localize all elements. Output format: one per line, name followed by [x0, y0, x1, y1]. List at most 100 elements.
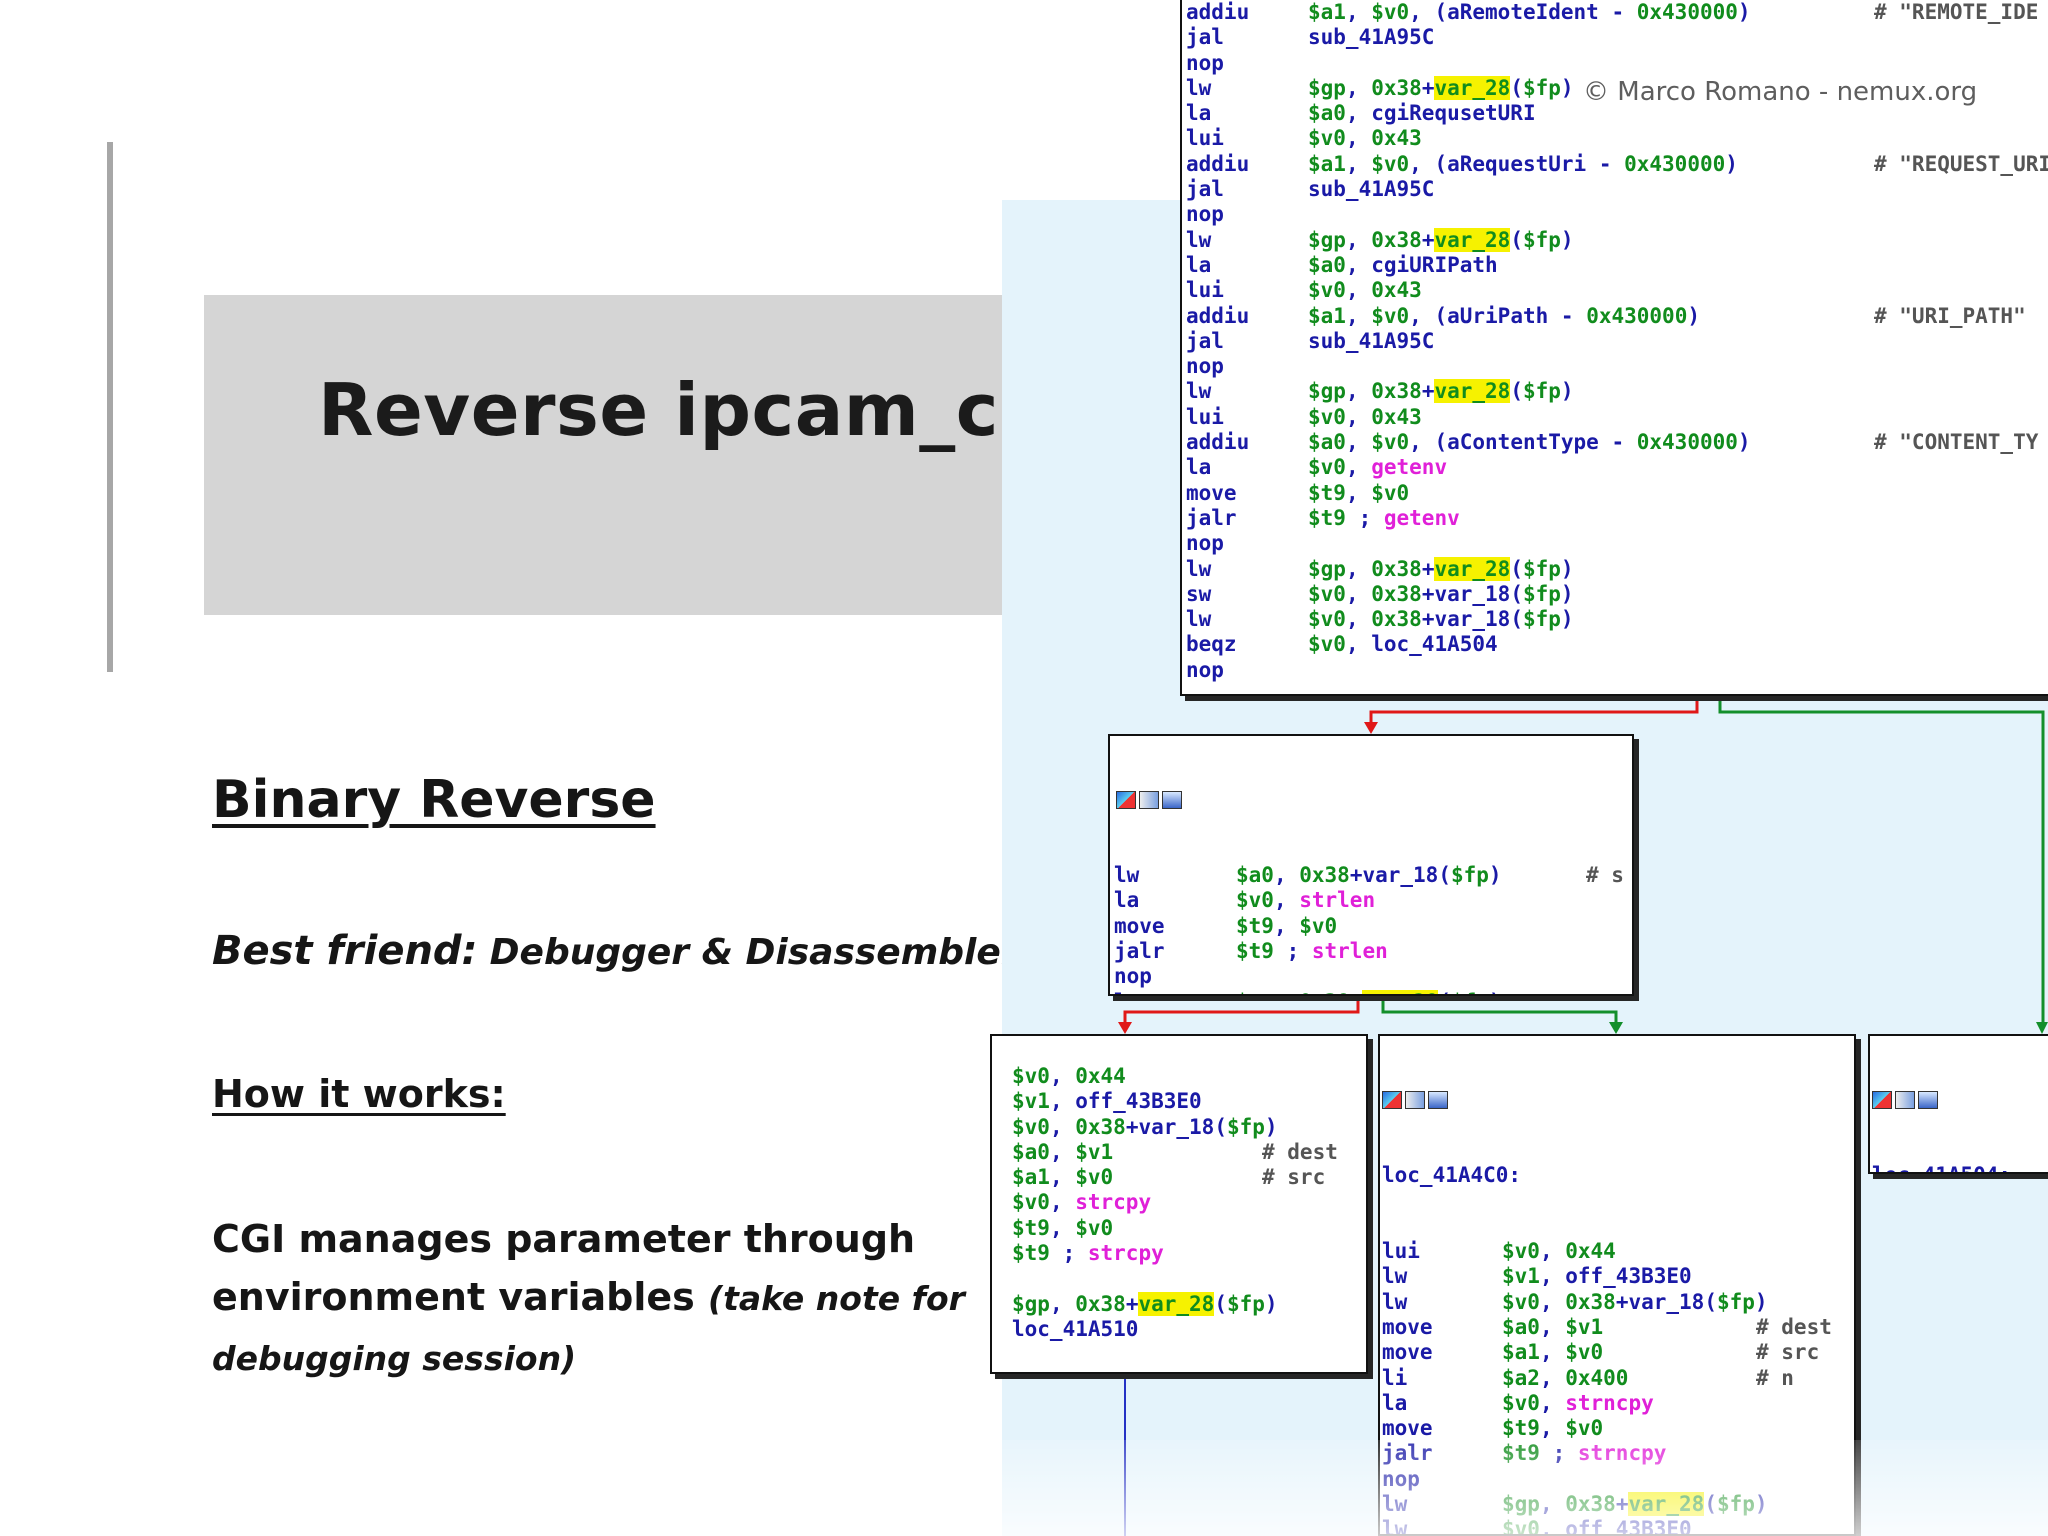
operands: $v0, loc_41A504	[1308, 632, 1498, 657]
comment: # n	[1756, 1365, 1794, 1390]
binary-reverse-heading: Binary Reverse	[212, 770, 656, 830]
operands: $a0, cgiRequsetURI	[1308, 101, 1536, 126]
mnemonic: jalr	[1186, 505, 1237, 530]
code-line: move$t9, $v0	[1186, 481, 2048, 506]
block-header-icons	[1380, 1087, 1854, 1113]
operands: $a1, $v0, (aRemoteIdent - 0x430000)	[1308, 0, 1751, 24]
mnemonic: lw	[1382, 1264, 1408, 1289]
code-line: nop	[1186, 658, 2048, 683]
mnemonic: nop	[1186, 354, 1224, 379]
code-line: loc_41A510	[1012, 1317, 1366, 1342]
code-line: move $t9, $v0	[1114, 914, 1632, 939]
code-line: lw$v0, 0x38+var_18($fp)	[1380, 1290, 1854, 1315]
operands: $t9, $v0	[1236, 913, 1338, 938]
operands: $v0, 0x38+var_18($fp)	[1502, 1289, 1768, 1314]
code-line: $v0, 0x38+var_18($fp)	[1012, 1115, 1366, 1140]
code-line: addiu$a1, $v0, (aRequestUri - 0x430000)#…	[1186, 152, 2048, 177]
edge-mid-to-center	[1381, 996, 1618, 1026]
operands: $t9, $v0	[1308, 480, 1410, 505]
code-block-right: loc_41A504: lw$v0,sb$zer	[1868, 1034, 2048, 1174]
operands: $v0, strlen	[1236, 888, 1376, 913]
operands: $v0, 0x38+var_18($fp)	[1012, 1114, 1278, 1139]
operands: $gp, 0x38+var_28($fp)	[1012, 1291, 1278, 1316]
code-line: lw $gp, 0x38+var_28($fp)	[1114, 989, 1632, 994]
mnemonic: nop	[1186, 657, 1224, 682]
code-line: nop	[1186, 202, 2048, 227]
code-line: move$a0, $v1# dest	[1380, 1315, 1854, 1340]
code-line: la $v0, strlen	[1114, 888, 1632, 913]
edge-arrow-center	[1609, 1022, 1623, 1034]
edge-arrow-mid	[1364, 722, 1378, 734]
code-line: lui$v0, 0x44	[1380, 1239, 1854, 1264]
mnemonic: nop	[1186, 202, 1224, 227]
operands: $a2, 0x400	[1502, 1365, 1629, 1390]
chart-icon	[1405, 1090, 1425, 1109]
mnemonic: lw	[1114, 990, 1139, 994]
code-line: jalr$t9 ; getenv	[1186, 506, 2048, 531]
watermark: © Marco Romano - nemux.org	[1583, 77, 1978, 107]
mnemonic: la	[1186, 455, 1212, 480]
operands: $v1, off_43B3E0	[1012, 1089, 1202, 1114]
operands: $gp, 0x38+var_28($fp)	[1308, 556, 1574, 581]
operands: $v0, 0x44	[1502, 1239, 1616, 1264]
comment: # "REQUEST_URI	[1874, 151, 2048, 176]
operands: $v0, strcpy	[1012, 1190, 1152, 1215]
code-line: $t9 ; strcpy	[1012, 1241, 1366, 1266]
block-label: loc_41A4C0:	[1382, 1163, 1522, 1188]
list-icon	[1918, 1090, 1938, 1109]
chart-icon	[1139, 790, 1159, 809]
code-line: lw$gp, 0x38+var_28($fp)	[1186, 379, 2048, 404]
mnemonic: beqz	[1186, 632, 1237, 657]
block-label: loc_41A504:	[1870, 1163, 2048, 1172]
operands: $t9, $v0	[1502, 1416, 1604, 1441]
code-line: $v0, 0x44	[1012, 1064, 1366, 1089]
code-block-top: addiu$a1, $v0, (aRemoteIdent - 0x430000)…	[1180, 0, 2048, 696]
graph-icon	[1116, 790, 1136, 809]
mnemonic: lw	[1186, 75, 1212, 100]
mnemonic: lw	[1114, 863, 1140, 888]
operands: $gp, 0x38+var_28($fp)	[1236, 989, 1502, 994]
comment: # dest	[1262, 1139, 1338, 1164]
operands: $t9 ; strcpy	[1012, 1241, 1164, 1266]
code-line: addiu$a1, $v0, (aRemoteIdent - 0x430000)…	[1186, 0, 2048, 25]
operands: sub_41A95C	[1308, 25, 1435, 50]
block-header-icons	[1870, 1087, 2048, 1113]
comment: # "URI_PATH"	[1874, 303, 2026, 328]
mnemonic: li	[1382, 1365, 1408, 1390]
mnemonic: jal	[1186, 328, 1224, 353]
code-line: $v0, strcpy	[1012, 1190, 1366, 1215]
best-friend-label: Best friend:	[212, 928, 478, 974]
code-line: beqz $v0, loc_41A504	[1186, 632, 2048, 657]
operands: $gp, 0x38+var_28($fp)	[1308, 75, 1574, 100]
mnemonic: la	[1114, 888, 1140, 913]
edge-arrow-left	[1118, 1022, 1132, 1034]
mnemonic: sw	[1186, 581, 1212, 606]
code-line: move$a1, $v0# src	[1380, 1340, 1854, 1365]
operands: $a1, $v0	[1502, 1340, 1604, 1365]
graph-icon	[1382, 1090, 1402, 1109]
operands: $v0, 0x43	[1308, 404, 1422, 429]
code-line: la$a0, cgiRequsetURI	[1186, 101, 2048, 126]
code-line: lw $gp, 0x38+var_28($fp)	[1186, 75, 2048, 101]
code-block-left: $v0, 0x44$v1, off_43B3E0$v0, 0x38+var_18…	[990, 1034, 1368, 1374]
mnemonic: move	[1382, 1340, 1433, 1365]
operands: $t9 ; strlen	[1236, 939, 1388, 964]
code-line: lw$v0, 0x38+var_18($fp)	[1186, 607, 2048, 632]
mnemonic: move	[1114, 913, 1165, 938]
code-line: jalr$t9 ; strlen	[1114, 939, 1632, 964]
edge-top-to-right	[1718, 696, 2045, 1026]
operands: $v0, getenv	[1308, 455, 1448, 480]
accent-bar	[107, 142, 113, 672]
code-line: nop	[1186, 51, 2048, 76]
comment: # s	[1586, 863, 1624, 888]
mnemonic: move	[1382, 1416, 1433, 1441]
code-line: nop	[1114, 964, 1632, 989]
slide-title: Reverse ipcam_cgi	[318, 368, 1077, 452]
cgi-paragraph: CGI manages parameter through environmen…	[212, 1210, 992, 1388]
operands: $v0, 0x43	[1308, 278, 1422, 303]
code-line: la$a0, cgiURIPath	[1186, 253, 2048, 278]
